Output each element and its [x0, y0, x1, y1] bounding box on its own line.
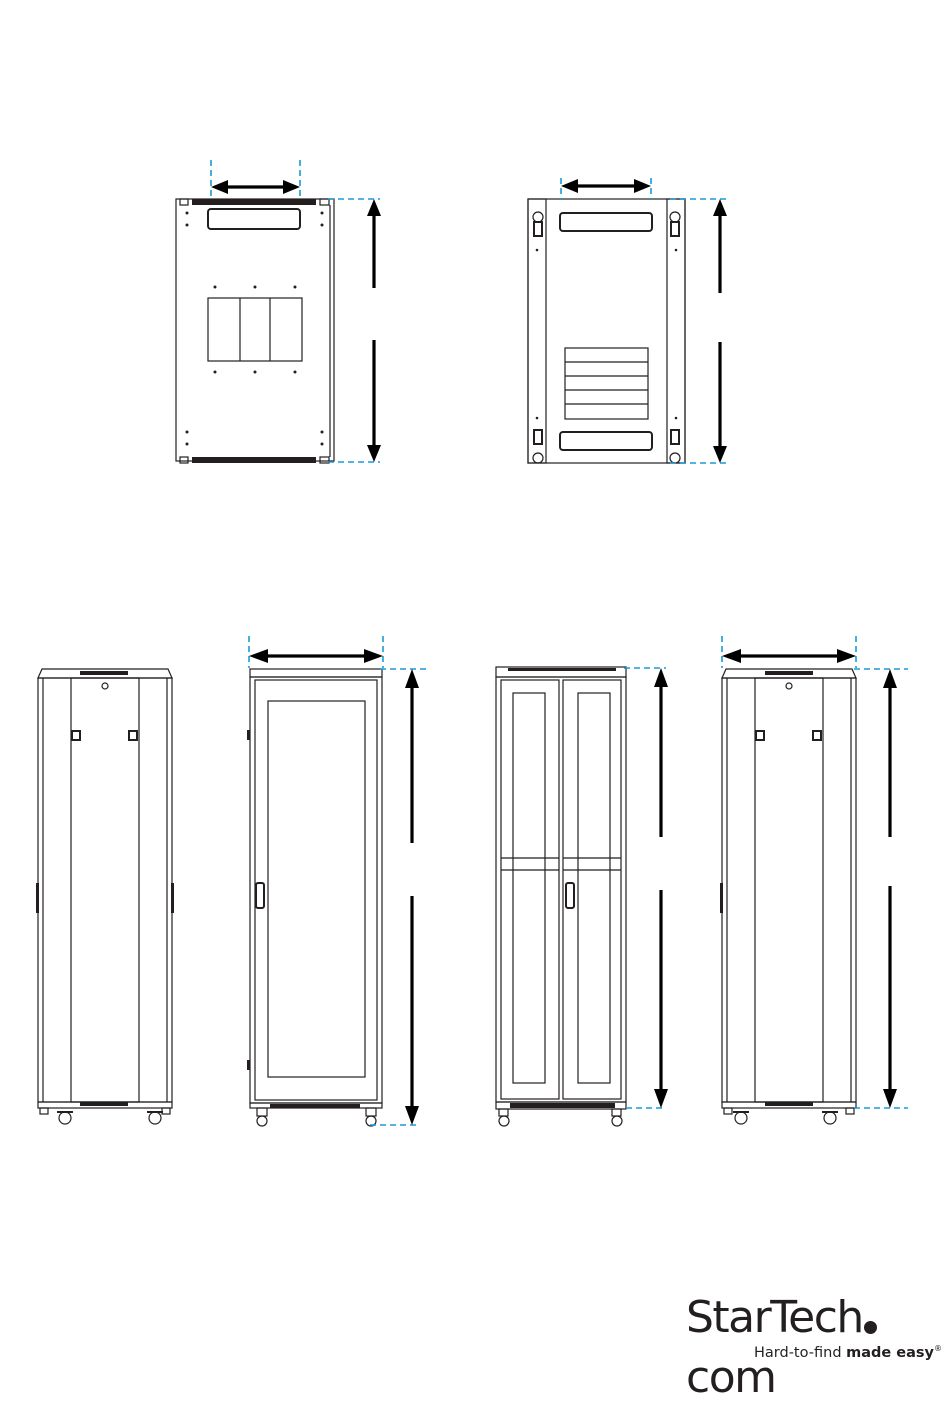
bottom-view-width-dimension	[561, 178, 651, 200]
front-view-height-dimension	[370, 669, 428, 1125]
front-view-width-dimension	[249, 636, 383, 668]
brand-dot-icon	[864, 1321, 877, 1334]
top-view-width-dimension	[211, 160, 300, 200]
bottom-view-drawing	[528, 199, 685, 463]
side-right-view-width-dimension	[722, 636, 856, 668]
side-left-view-drawing	[36, 669, 174, 1124]
top-view-depth-dimension	[328, 199, 381, 462]
rear-view-drawing	[496, 667, 626, 1126]
brand-tagline: Hard-to-find made easy®	[754, 1344, 942, 1361]
front-view-drawing	[247, 669, 382, 1126]
side-right-view-height-dimension	[854, 669, 908, 1108]
rear-view-height-dimension	[624, 668, 668, 1108]
bottom-view-depth-dimension	[670, 199, 727, 463]
rack-cabinet-dimension-diagram	[0, 0, 950, 1373]
top-view-drawing	[176, 199, 334, 463]
startech-logo: StarTechcom Hard-to-find made easy®	[680, 1288, 950, 1368]
side-right-view-drawing	[720, 669, 856, 1124]
